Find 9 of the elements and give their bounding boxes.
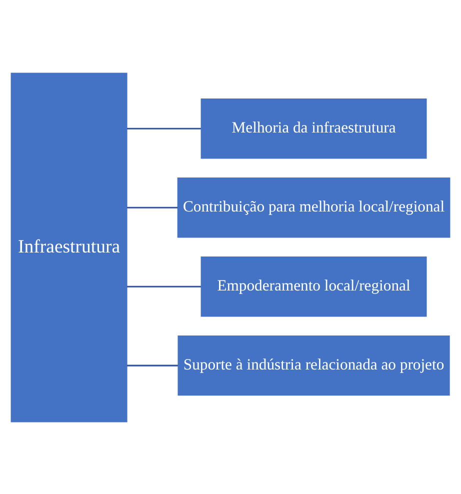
node-box: Melhoria da infraestrutura <box>200 98 427 158</box>
node-box: Infraestrutura <box>10 72 128 422</box>
connector <box>127 127 201 129</box>
node-box: Empoderamento local/regional <box>200 256 427 316</box>
connector <box>127 206 178 208</box>
connector <box>127 285 201 287</box>
connector <box>127 364 178 366</box>
node-box: Suporte à indústria relacionada ao projeto <box>178 334 450 396</box>
node-box: Contribuição para melhoria local/regional <box>177 177 450 238</box>
